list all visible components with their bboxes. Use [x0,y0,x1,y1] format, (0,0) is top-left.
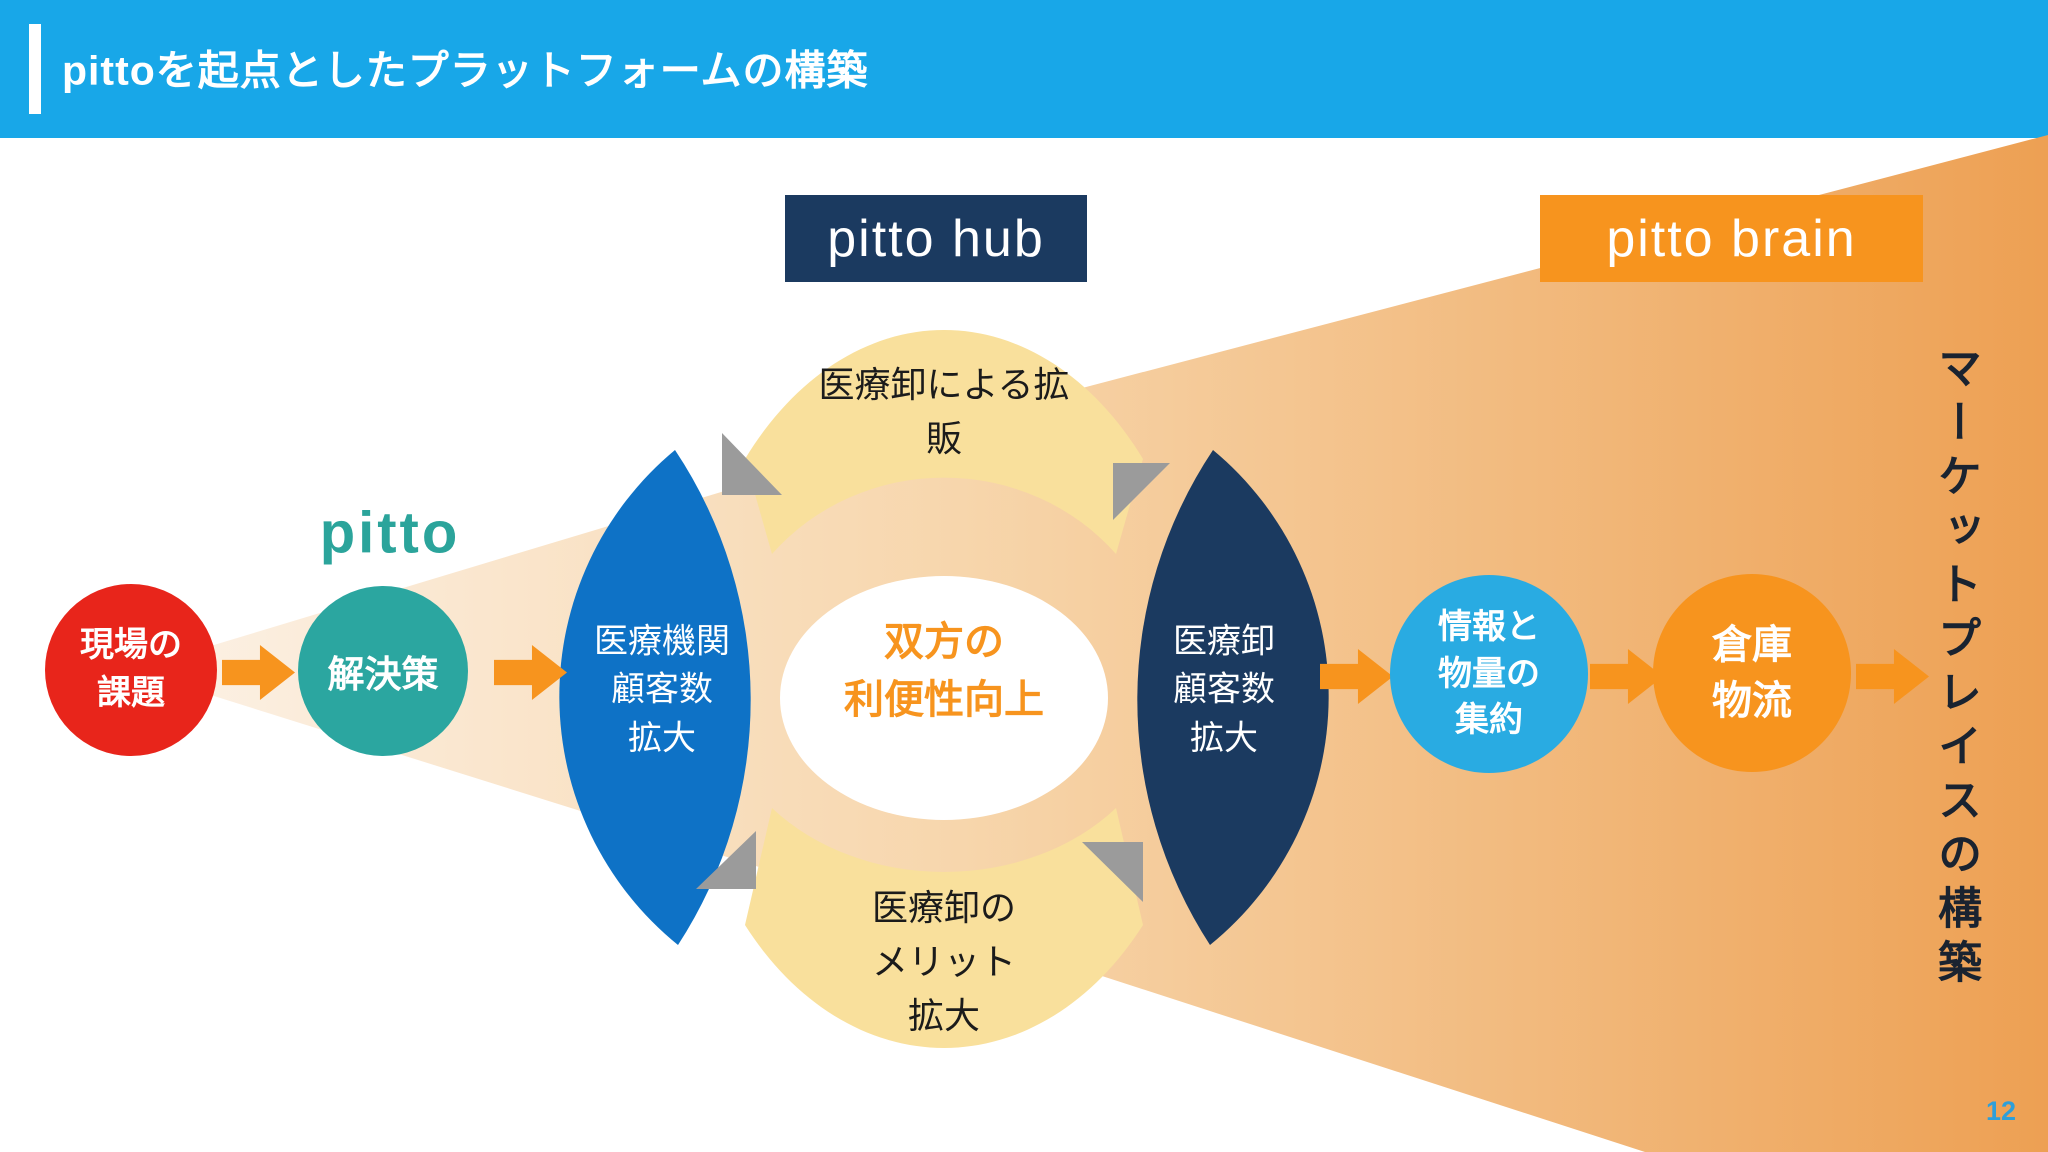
center-label: 双方の 利便性向上 [844,620,1044,722]
marketplace-goal-label: マーケットプレイスの構築 [1931,345,1980,993]
center-circle [780,576,1108,820]
title-accent-bar [29,24,41,114]
cycle-triangle-sw [696,831,756,889]
fan-top-shape [745,329,1143,554]
lens-right-shape [1137,450,1329,945]
cycle-triangle-ne [1113,463,1170,520]
fan-top-label: 医療卸による拡 販 [818,364,1070,459]
cycle-triangle-se [1082,842,1143,902]
fan-bottom-label: 医療卸の メリット 拡大 [871,887,1017,1036]
lens-right-label: 医療卸 顧客数 拡大 [1173,622,1275,758]
header-band: pittoを起点としたプラットフォームの構築 [0,0,2048,138]
pitto-brain-banner: pitto brain [1540,195,1923,282]
pitto-logo: pitto [319,500,461,566]
slide-title: pittoを起点としたプラットフォームの構築 [62,47,869,94]
solution-circle: 解決策 [298,586,468,756]
page-number: 12 [1986,1096,2017,1126]
aggregate-circle: 情報と 物量の 集約 [1390,575,1588,773]
problem-circle: 現場の 課題 [45,584,217,756]
warehouse-circle: 倉庫 物流 [1653,574,1851,772]
lens-left-shape [559,450,751,945]
cycle-triangle-nw [722,433,782,495]
pitto-hub-banner: pitto hub [785,195,1087,282]
lens-left-label: 医療機関 顧客数 拡大 [594,622,730,758]
fan-bottom-shape [745,808,1143,1048]
